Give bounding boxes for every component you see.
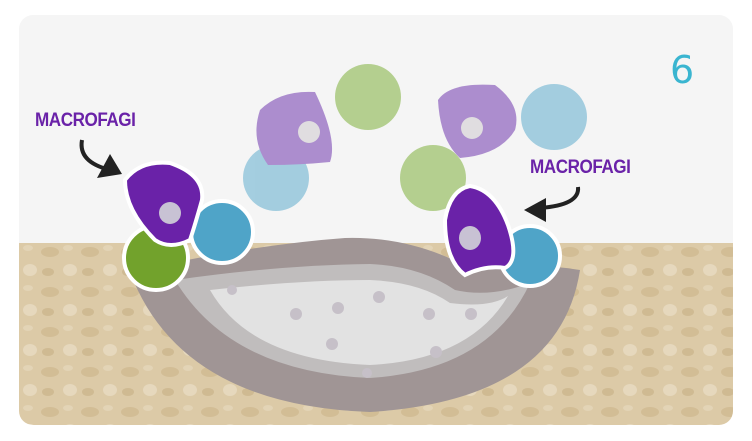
- macrophage-right: [442, 183, 516, 278]
- particles: [227, 285, 477, 378]
- bowl-inner: [210, 280, 508, 365]
- faded-cells: [243, 64, 587, 211]
- faded-nucleus: [461, 117, 483, 139]
- macrophage-label-left: MACROFAGI: [35, 110, 136, 131]
- macrophage-label-right: MACROFAGI: [530, 157, 631, 178]
- arrow-left-head: [97, 154, 122, 178]
- step-number: 6: [670, 48, 695, 92]
- nucleus: [459, 226, 481, 250]
- arrow-right-icon: [539, 186, 581, 210]
- arrow-right-head: [524, 198, 546, 222]
- faded-nucleus: [298, 121, 320, 143]
- macrophage-left: [122, 160, 205, 247]
- nucleus: [159, 202, 181, 224]
